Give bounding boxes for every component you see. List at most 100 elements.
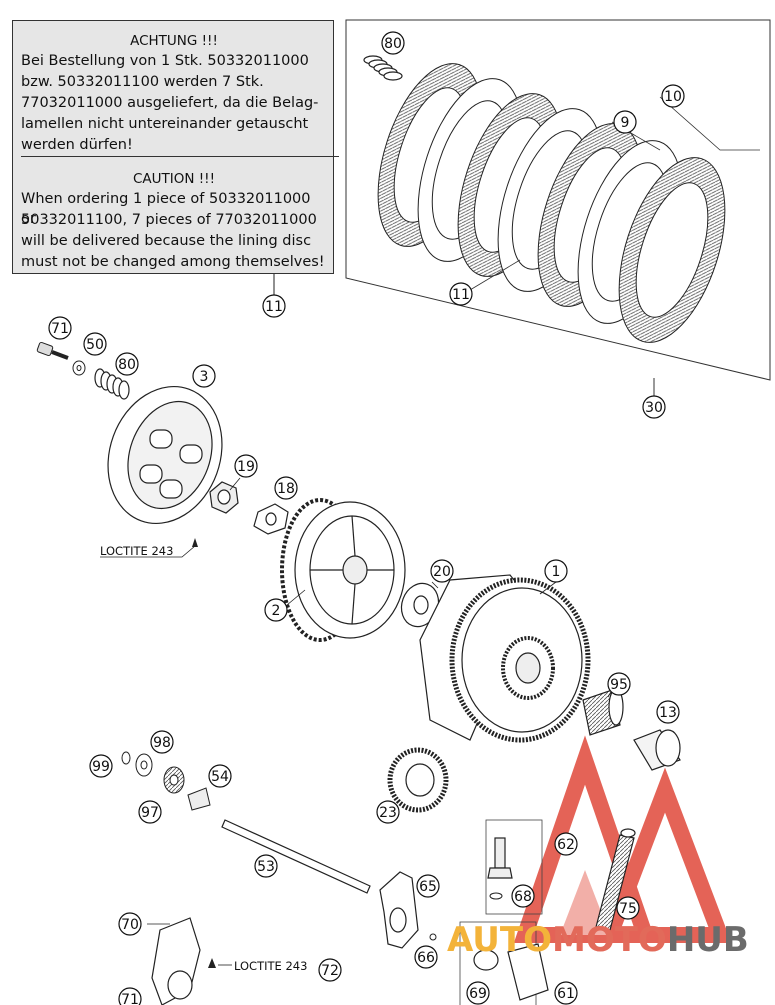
svg-text:75: 75	[619, 901, 637, 917]
svg-text:54: 54	[211, 769, 229, 785]
pressure-plate-bolt	[36, 341, 69, 360]
svg-text:19: 19	[237, 459, 255, 475]
cover-gasket	[379, 871, 419, 949]
callout: 11	[262, 294, 286, 318]
svg-text:97: 97	[141, 805, 159, 821]
inner-clutch-hub	[280, 498, 406, 642]
notice-line-de: 77032011000 ausgeliefert, da die Belag-	[21, 95, 319, 111]
svg-text:69: 69	[469, 986, 487, 1002]
svg-text:1: 1	[552, 564, 561, 580]
loctite-drop	[192, 538, 198, 547]
callout: 70	[118, 912, 142, 936]
watermark-part: HUB	[666, 920, 749, 960]
callout: 72	[318, 958, 342, 982]
primary-gear	[387, 747, 449, 813]
svg-text:18: 18	[277, 481, 295, 497]
clutch-disc-pack	[345, 19, 771, 396]
callout: 18	[274, 476, 298, 500]
callout: 71	[118, 987, 142, 1005]
o-ring	[489, 892, 503, 900]
o-ring	[429, 933, 437, 941]
svg-text:53: 53	[257, 859, 275, 875]
lock-washer	[253, 503, 289, 535]
svg-text:10: 10	[664, 89, 682, 105]
svg-text:72: 72	[321, 963, 339, 979]
svg-text:98: 98	[153, 735, 171, 751]
callout: 54	[208, 764, 232, 788]
svg-text:9: 9	[621, 115, 630, 131]
needle-bearing	[582, 688, 624, 736]
notice-divider	[21, 156, 339, 157]
watermark-part: AUTO	[447, 920, 552, 960]
hex-nut	[209, 481, 239, 514]
svg-text:71: 71	[51, 321, 69, 337]
outer-clutch-basket	[419, 574, 591, 743]
callout: 53	[254, 854, 278, 878]
callout-group: 80 10 9 11 11 30 71 50 80 3 19 18 2 20 1…	[48, 31, 685, 1005]
notice-line-de: bzw. 50332011100 werden 7 Stk.	[21, 74, 264, 90]
svg-text:68: 68	[514, 889, 532, 905]
svg-text:11: 11	[265, 299, 283, 315]
callout: 66	[414, 945, 438, 969]
order-notice-box: ACHTUNG !!! Bei Bestellung von 1 Stk. 50…	[12, 20, 339, 274]
callout: 68	[511, 884, 535, 908]
svg-text:23: 23	[379, 805, 397, 821]
svg-text:3: 3	[200, 369, 209, 385]
svg-text:13: 13	[659, 705, 677, 721]
svg-text:50: 50	[86, 337, 104, 353]
callout: 80	[381, 31, 405, 55]
svg-text:61: 61	[557, 986, 575, 1002]
callout: 80	[115, 352, 139, 376]
bleeder-screw	[487, 837, 513, 879]
pressure-plate	[107, 385, 223, 525]
callout: 95	[607, 672, 631, 696]
slave-piston	[595, 828, 636, 931]
svg-text:71: 71	[121, 992, 139, 1005]
notice-line-en: When ordering 1 piece of 50332011000 or	[21, 191, 311, 227]
notice-heading-de: ACHTUNG !!!	[130, 33, 218, 49]
callout: 23	[376, 800, 400, 824]
callout: 1	[544, 559, 568, 583]
slave-cylinder-body	[473, 943, 549, 1001]
svg-text:20: 20	[433, 564, 451, 580]
notice-heading-en: CAUTION !!!	[132, 171, 216, 187]
notice-line-de: werden dürfen!	[21, 137, 133, 153]
svg-text:95: 95	[610, 677, 628, 693]
svg-text:80: 80	[118, 357, 136, 373]
notice-line-en: must not be changed among themselves!	[21, 254, 325, 270]
callout: 50	[83, 332, 107, 356]
clutch-bracket	[151, 917, 201, 1005]
callout: 98	[150, 730, 174, 754]
callout: 61	[554, 981, 578, 1005]
release-bearing-set	[121, 751, 211, 811]
callout: 75	[616, 896, 640, 920]
washer	[72, 360, 86, 376]
callout: 10	[661, 84, 685, 108]
svg-text:62: 62	[557, 837, 575, 853]
callout: 30	[642, 395, 666, 419]
svg-text:11: 11	[452, 287, 470, 303]
loctite-label: LOCTITE 243	[100, 544, 173, 558]
loctite-drop	[208, 958, 216, 968]
notice-line-en: 50332011100, 7 pieces of 77032011000	[21, 212, 317, 228]
callout: 3	[192, 364, 216, 388]
bushing	[633, 729, 681, 771]
watermark-logo: AUTOMOTOHUB	[447, 918, 749, 962]
callout: 69	[466, 981, 490, 1005]
svg-text:66: 66	[417, 950, 435, 966]
svg-text:99: 99	[92, 759, 110, 775]
callout: 71	[48, 316, 72, 340]
svg-text:65: 65	[419, 879, 437, 895]
callout: 19	[234, 454, 258, 478]
push-rod	[221, 819, 371, 894]
callout: 20	[430, 559, 454, 583]
watermark-part: MOTO	[551, 920, 667, 960]
svg-text:70: 70	[121, 917, 139, 933]
svg-text:2: 2	[272, 603, 281, 619]
svg-text:80: 80	[384, 36, 402, 52]
callout: 62	[554, 832, 578, 856]
callout: 99	[89, 754, 113, 778]
callout: 97	[138, 800, 162, 824]
notice-line-de: Bei Bestellung von 1 Stk. 50332011000	[21, 53, 309, 69]
